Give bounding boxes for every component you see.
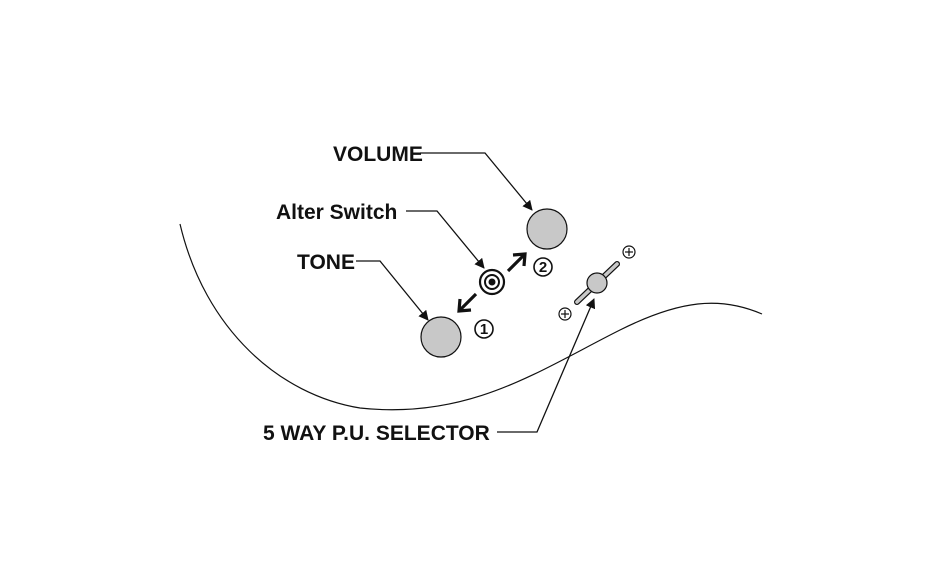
tone-knob[interactable] bbox=[420, 316, 462, 358]
position-1-number: 1 bbox=[480, 321, 488, 338]
position-2-arrow bbox=[506, 252, 527, 273]
alter-switch[interactable] bbox=[478, 268, 506, 296]
volume-leader-line bbox=[420, 152, 533, 211]
position-2-number: 2 bbox=[539, 259, 547, 276]
alter-switch-leader-line bbox=[406, 210, 485, 269]
tone-label: TONE bbox=[297, 251, 355, 274]
selector-leader-line bbox=[497, 298, 596, 433]
position-1-arrow bbox=[457, 292, 478, 313]
volume-label: VOLUME bbox=[333, 143, 423, 166]
selector-switch-tip[interactable] bbox=[586, 272, 608, 294]
screw-icon bbox=[622, 245, 636, 259]
selector-label: 5 WAY P.U. SELECTOR bbox=[263, 422, 490, 445]
volume-knob[interactable] bbox=[526, 208, 568, 250]
position-1-marker: 1 bbox=[474, 319, 494, 339]
alter-switch-label: Alter Switch bbox=[276, 201, 397, 224]
position-2-marker: 2 bbox=[533, 257, 553, 277]
tone-leader-line bbox=[356, 260, 429, 321]
screw-icon bbox=[558, 307, 572, 321]
guitar-body-outline bbox=[179, 223, 763, 411]
